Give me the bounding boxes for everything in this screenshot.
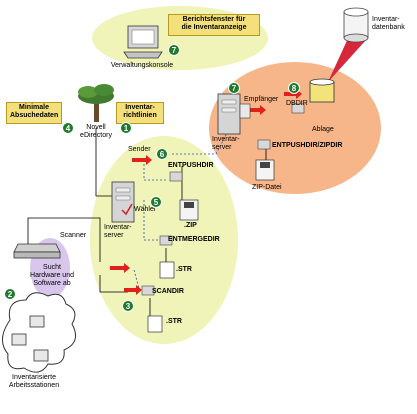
- right-server: [217, 93, 251, 135]
- scanner-device: [13, 243, 61, 259]
- sender-label: Sender: [128, 146, 151, 153]
- console-computer: [123, 25, 163, 59]
- arbeitsstationen-label: Inventarisierte Arbeitsstationen: [8, 374, 60, 389]
- str-label-2: .STR: [166, 318, 182, 325]
- minimale-absuchedaten-tag: Minimale Absuchedaten: [6, 102, 62, 124]
- novell-edirectory-label: Novell eDirectory: [80, 124, 112, 139]
- step-badge-5: 5: [150, 196, 162, 208]
- sucht-label: Sucht Hardware und Software ab: [30, 264, 74, 287]
- zip-document: [179, 199, 199, 221]
- inventardatenbank-label: Inventar- datenbank: [372, 16, 405, 31]
- edirectory-tree: [78, 84, 114, 122]
- sender-arrow: [132, 155, 152, 165]
- step-badge-1: 1: [120, 122, 132, 134]
- inventarserver-right-label: Inventar- server: [212, 136, 240, 151]
- step-badge-7-console: 7: [168, 44, 180, 56]
- str-document-2: [147, 315, 163, 333]
- step-badge-6: 6: [156, 148, 168, 160]
- entpushdir-label: ENTPUSHDIR: [168, 162, 214, 169]
- inventarrichtlinien-tag: Inventar- richtlinien: [116, 102, 164, 124]
- inventarserver-left-label: Inventar- server: [104, 224, 132, 239]
- entpushdir-zipdir-folder: [257, 139, 271, 150]
- scandir-label: SCANDIR: [152, 288, 184, 295]
- scandir-branch-line: [99, 275, 128, 293]
- scanner-label: Scanner: [60, 232, 87, 239]
- scandir-arrow: [124, 285, 142, 295]
- workstation-3: [33, 349, 49, 362]
- receiver-arrow: [246, 105, 266, 115]
- workstations: [11, 315, 49, 362]
- step-badge-7-server: 7: [228, 82, 240, 94]
- scandir-folder: [141, 285, 155, 296]
- database-cylinder: [343, 7, 369, 43]
- entpushdir-folder: [169, 171, 183, 182]
- scanner-cable-line: [27, 217, 101, 262]
- zip-label: .ZIP: [184, 222, 197, 229]
- scanner-arrow: [110, 263, 130, 273]
- berichtsfenster-tag: Berichtsfenster für die Inventaranzeige: [168, 14, 260, 36]
- step-badge-3: 3: [122, 300, 134, 312]
- dbdir-folder: [291, 103, 305, 114]
- edirectory-to-server-line: [95, 128, 116, 197]
- selector-to-entmergedir-flow: [143, 200, 162, 241]
- zipfile-document: [255, 159, 275, 181]
- waehler-label: Wähler: [134, 206, 157, 213]
- workstation-1: [29, 315, 45, 328]
- workstation-2: [11, 333, 27, 346]
- folders: [141, 103, 305, 296]
- step-badge-4: 4: [62, 122, 74, 134]
- dbdir-label: DBDIR: [286, 100, 308, 107]
- entmergedir-folder: [159, 235, 173, 246]
- workstation-cloud: [2, 292, 77, 373]
- database-server-blob: [209, 62, 381, 194]
- entpushdir-zipdir-label: ENTPUSHDIR/ZIPDIR: [272, 142, 343, 149]
- step-badge-8: 8: [288, 82, 300, 94]
- entmergedir-label: ENTMERGEDIR: [168, 236, 220, 243]
- str-document-1: [159, 261, 175, 279]
- step-badge-2: 2: [4, 288, 16, 300]
- zip-datei-label: ZIP-Datei: [252, 184, 282, 191]
- ablage-storage: [309, 78, 335, 103]
- empfaenger-label: Empfänger: [244, 96, 279, 103]
- str-label-1: .STR: [176, 266, 192, 273]
- verwaltungskonsole-label: Verwaltungskonsole: [110, 62, 174, 69]
- left-server: [111, 181, 135, 223]
- ablage-label: Ablage: [312, 126, 334, 133]
- selector-to-entpushdir-flow: [143, 160, 166, 181]
- database-beam: [328, 34, 366, 82]
